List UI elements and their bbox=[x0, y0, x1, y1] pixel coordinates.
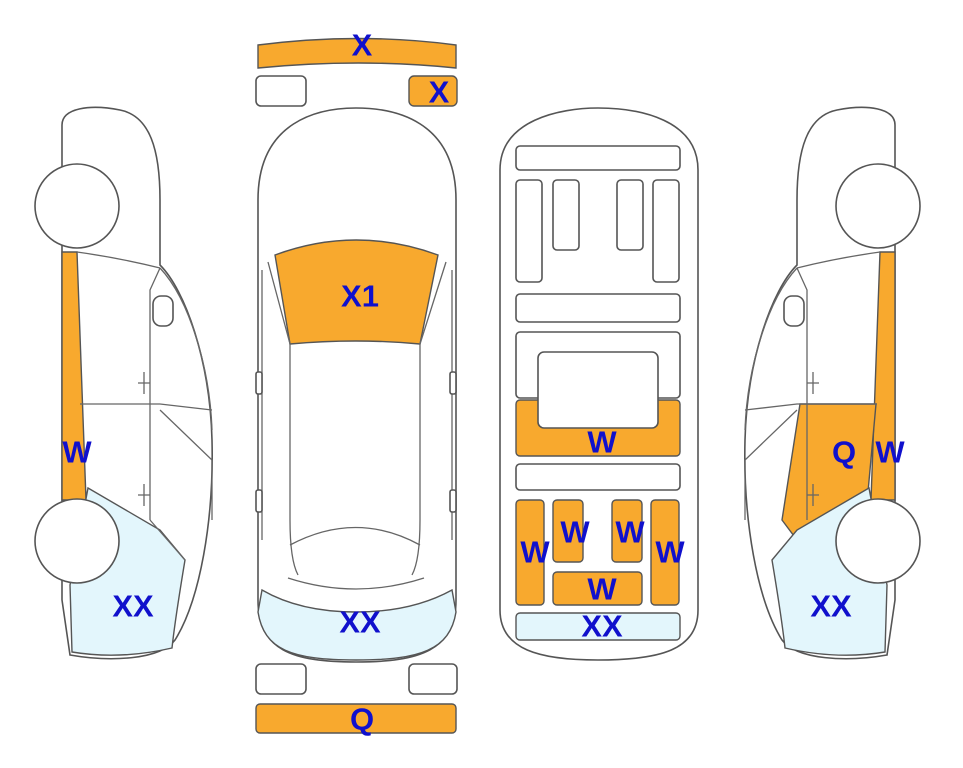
left-side-a-line bbox=[159, 267, 213, 431]
floor-left-inner-label: W bbox=[560, 515, 590, 550]
right-side-door-line bbox=[796, 267, 808, 520]
roof-small-right-panel[interactable] bbox=[408, 75, 458, 107]
rear-panel[interactable] bbox=[257, 588, 457, 661]
bumper-small-left-panel[interactable] bbox=[255, 663, 307, 695]
left-front-wheel bbox=[34, 163, 120, 249]
floor-slot-2[interactable] bbox=[552, 179, 580, 251]
floor-center-label: W bbox=[587, 425, 617, 460]
roof-strip-label: X bbox=[352, 28, 373, 63]
right-side-mirror bbox=[783, 295, 805, 327]
left-side-mirror bbox=[152, 295, 174, 327]
left-door-handle-lower bbox=[138, 484, 150, 506]
windshield-panel[interactable] bbox=[274, 239, 439, 345]
floor-lower-slot[interactable] bbox=[515, 463, 681, 491]
right-rear-mirror bbox=[449, 489, 457, 513]
top-view-body bbox=[257, 107, 457, 663]
floor-slot-4[interactable] bbox=[652, 179, 680, 283]
floor-rear-label: XX bbox=[581, 609, 623, 644]
left-side-door-line bbox=[149, 267, 161, 520]
floor-bottom-center-panel[interactable] bbox=[552, 571, 643, 606]
hood-label: X1 bbox=[341, 279, 379, 314]
right-mirror bbox=[449, 371, 457, 395]
floor-top-slot[interactable] bbox=[515, 145, 681, 171]
top-view-right-side-line bbox=[411, 261, 447, 576]
left-side-rear-line bbox=[149, 519, 186, 561]
left-rear-label: XX bbox=[112, 589, 154, 624]
left-door-handle-upper bbox=[138, 372, 150, 394]
left-side-roof-line bbox=[76, 251, 161, 269]
floor-left-outer-panel[interactable] bbox=[515, 499, 545, 606]
right-side-a-line bbox=[744, 267, 798, 431]
right-front-wheel bbox=[835, 163, 921, 249]
left-side-windshield-line bbox=[159, 409, 213, 520]
floor-left-outer-label: W bbox=[520, 535, 550, 570]
floor-slot-1[interactable] bbox=[515, 179, 543, 283]
roof-small-left-panel[interactable] bbox=[255, 75, 307, 107]
floor-right-inner-label: W bbox=[615, 515, 645, 550]
rear-panel-inner-line bbox=[287, 577, 425, 590]
left-rear-wheel bbox=[34, 498, 120, 584]
right-rear-wheel bbox=[835, 498, 921, 584]
floor-bottom-center-label: W bbox=[587, 572, 617, 607]
rear-window-line bbox=[289, 526, 421, 546]
left-side-window-line bbox=[80, 403, 213, 411]
right-door-handle-upper bbox=[807, 372, 819, 394]
floor-left-inner-panel[interactable] bbox=[552, 499, 584, 563]
floor-slot-3[interactable] bbox=[616, 179, 644, 251]
bumper-small-right-panel[interactable] bbox=[408, 663, 458, 695]
floor-right-outer-panel[interactable] bbox=[650, 499, 680, 606]
right-door-label: Q bbox=[832, 435, 856, 470]
floor-rear-panel[interactable] bbox=[515, 612, 681, 641]
left-mirror bbox=[255, 371, 263, 395]
right-door-handle-lower bbox=[807, 484, 819, 506]
rear-panel-label: XX bbox=[339, 605, 381, 640]
top-view-left-side-line bbox=[267, 261, 299, 576]
roof-small-label: X bbox=[429, 75, 450, 110]
left-pillar-label: W bbox=[62, 435, 92, 470]
rear-bumper-label: Q bbox=[350, 702, 374, 737]
right-side-window-line bbox=[744, 403, 877, 411]
rear-bumper-panel[interactable] bbox=[255, 703, 457, 734]
right-rear-label: XX bbox=[810, 589, 852, 624]
floor-right-inner-panel[interactable] bbox=[611, 499, 643, 563]
floor-mid-slot[interactable] bbox=[515, 293, 681, 323]
right-side-roof-line bbox=[796, 251, 881, 269]
right-side-windshield-line bbox=[744, 409, 798, 520]
floor-center-box bbox=[537, 351, 659, 429]
floor-right-outer-label: W bbox=[655, 535, 685, 570]
right-pillar-label: W bbox=[875, 435, 905, 470]
left-rear-mirror bbox=[255, 489, 263, 513]
roof-strip-panel[interactable] bbox=[257, 37, 457, 69]
